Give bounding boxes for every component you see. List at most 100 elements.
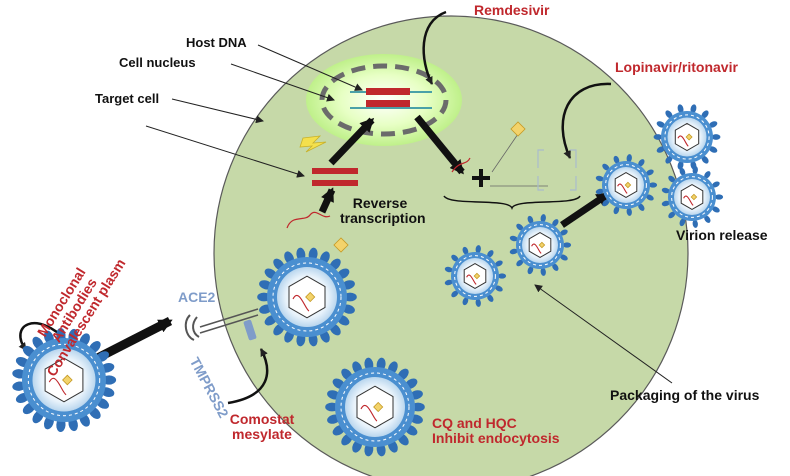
spike-protein [648,182,658,188]
label-reverse-transcription: Reverse transcription [340,195,426,225]
virus-membrane [519,224,561,266]
viral-rna-strand [466,274,477,285]
viral-rna [286,211,331,229]
spike-protein [475,298,481,307]
virus-membrane [27,343,101,417]
spike-protein [690,104,697,114]
spike-protein [626,207,632,216]
spike-protein [712,206,720,213]
spike-protein [540,267,546,276]
lightning-icon [299,135,327,153]
virus-membrane [272,262,342,332]
spike-protein [677,160,684,170]
viral-rna-strand [48,377,67,396]
inhibition-arrows [18,10,612,405]
cq-line1: CQ and HQC [432,415,517,431]
spike-protein [509,235,518,242]
spike-protein [692,219,698,228]
viral-protein [690,193,698,201]
spike-protein [602,199,610,207]
viral-rna-strand [677,135,689,147]
viral-protein [685,133,693,141]
viral-rna-strand [360,404,378,422]
viral-protein [538,241,546,249]
label-pointers [145,44,673,384]
spike-protein [665,155,673,164]
viral-protein [62,374,73,386]
spike-protein [540,214,546,223]
spike-protein [638,203,645,211]
viral-protein [305,291,316,303]
virus-outside [12,327,117,433]
spike-protein [656,121,666,128]
spike-protein [595,175,604,182]
viral-protein [373,401,384,413]
spike-protein [708,146,718,153]
spike-protein [646,169,654,176]
spike-protein [602,163,610,171]
spike-protein [595,188,604,195]
viral-rna-strand [531,243,542,254]
spike-protein [712,181,720,188]
spike-protein [677,104,684,114]
virus-packaging-right [509,214,572,276]
viral-rna-strand [617,183,628,194]
spike-protein [714,194,724,200]
host-dna [350,88,432,109]
label-cell-nucleus: Cell nucleus [119,55,196,70]
spike-protein [444,279,453,286]
spike-protein [560,254,568,261]
spike-protein [475,245,481,254]
viral-rna-strand [683,195,694,206]
virus-release-3 [661,166,724,228]
spike-protein [560,229,568,236]
spike-protein [701,155,709,164]
spike-protein [704,171,711,179]
tmprss2-receptor [243,319,257,341]
spike-protein [451,254,459,262]
spike-protein [527,215,534,224]
spike-protein [487,250,494,258]
viral-rna-strand [292,294,310,312]
drug-lopinavir-ritonavir: Lopinavir/ritonavir [615,59,738,75]
spike-protein [516,259,524,267]
spike-protein [462,246,469,255]
spike-protein [661,200,670,207]
spike-protein [704,215,711,223]
spike-protein [613,206,620,215]
reverse-transcription-line1: Reverse [352,195,408,211]
assembly-components [443,121,581,210]
spike-protein [679,218,686,227]
viral-protein-icon [333,237,349,253]
spike-protein [562,242,572,248]
virus-particles [12,104,724,457]
cq-line2: Inhibit endocytosis [432,429,560,446]
spike-protein [451,290,459,298]
spike-protein [462,297,469,306]
virus-entering [257,247,357,347]
spike-protein [668,211,676,219]
ace2-receptor [184,308,259,341]
virus-membrane [454,255,496,297]
virus-endocytosis [325,357,425,457]
spike-protein [497,273,507,279]
spike-protein [487,294,494,302]
virus-release-2 [653,104,721,170]
spike-protein [661,187,670,194]
spike-protein [509,248,518,255]
viral-dna [312,168,358,186]
viral-protein [624,181,632,189]
spike-protein [665,110,673,119]
spike-protein [656,146,666,153]
spike-protein [527,266,534,275]
virus-membrane [664,114,710,160]
virus-release-1 [595,154,658,216]
virus-membrane [671,176,713,218]
label-virion-release: Virion release [676,227,768,243]
label-host-dna: Host DNA [186,35,247,50]
drug-remdesivir: Remdesivir [474,2,550,18]
spike-protein [646,194,654,201]
virus-membrane [605,164,647,206]
spike-protein [701,110,709,119]
